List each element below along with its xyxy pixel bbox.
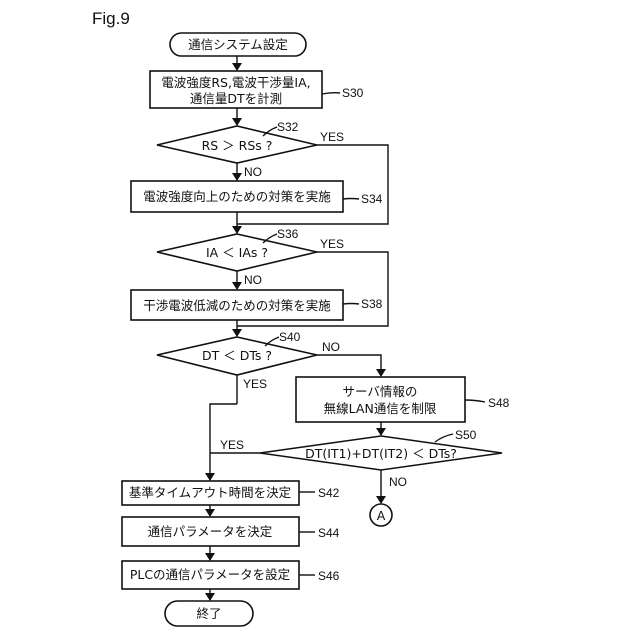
step-label-s50: S50 — [455, 428, 477, 442]
branch-label-s36-no: NO — [244, 273, 262, 287]
start-text: 通信システム設定 — [188, 37, 288, 52]
end-text: 終了 — [196, 606, 221, 621]
signal-strength-text: 電波強度向上のための対策を実施 — [143, 189, 331, 204]
figure-label: Fig.9 — [92, 9, 130, 28]
dt-decision-text: DT ＜ DTs ? — [202, 348, 272, 363]
step-label-s30: S30 — [342, 86, 364, 100]
timeout-text: 基準タイムアウト時間を決定 — [129, 485, 291, 500]
step-label-s42: S42 — [318, 486, 340, 500]
connector-a-text: A — [377, 508, 386, 523]
step-label-s34: S34 — [361, 192, 383, 206]
ia-decision-text: IA ＜ IAs ? — [206, 245, 268, 260]
branch-label-s36-yes: YES — [320, 237, 344, 251]
measure-text-line1: 電波強度RS,電波干渉量IA, — [161, 75, 310, 90]
measure-text-line2: 通信量DTを計測 — [190, 91, 282, 106]
branch-label-s32-no: NO — [244, 165, 262, 179]
branch-label-s40-no: NO — [322, 340, 340, 354]
param-text: 通信パラメータを決定 — [148, 524, 273, 539]
branch-label-s40-yes: YES — [243, 377, 267, 391]
step-label-s40: S40 — [279, 330, 301, 344]
step-label-s38: S38 — [361, 297, 383, 311]
branch-label-s32-yes: YES — [320, 130, 344, 144]
branch-label-s50-yes: YES — [220, 438, 244, 452]
traffic-decision-text: DT(IT1)+DT(IT2) ＜ DTs? — [305, 446, 457, 461]
interference-text: 干渉電波低減のための対策を実施 — [143, 298, 331, 313]
plc-param-text: PLCの通信パラメータを設定 — [130, 567, 290, 582]
step-label-s32: S32 — [277, 120, 299, 134]
branch-label-s50-no: NO — [389, 475, 407, 489]
restrict-lan-text-line2: 無線LAN通信を制限 — [324, 401, 437, 416]
step-label-s48: S48 — [488, 396, 510, 410]
rs-decision-text: RS ＞ RSs ? — [202, 138, 273, 153]
step-label-s46: S46 — [318, 569, 340, 583]
step-label-s36: S36 — [277, 227, 299, 241]
step-label-s44: S44 — [318, 526, 340, 540]
restrict-lan-text-line1: サーバ情報の — [343, 384, 418, 399]
